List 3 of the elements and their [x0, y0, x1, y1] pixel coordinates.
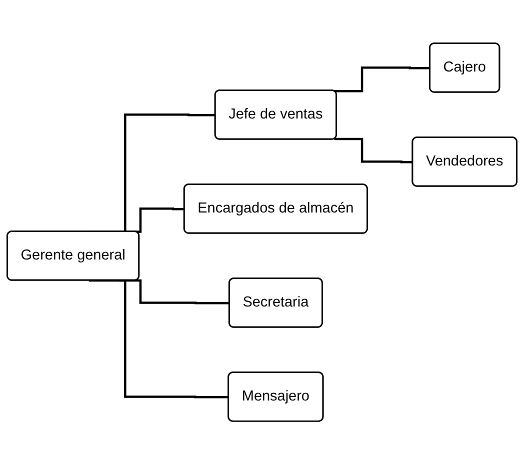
connector — [334, 138, 413, 164]
connector — [88, 279, 229, 398]
connector — [334, 66, 430, 92]
